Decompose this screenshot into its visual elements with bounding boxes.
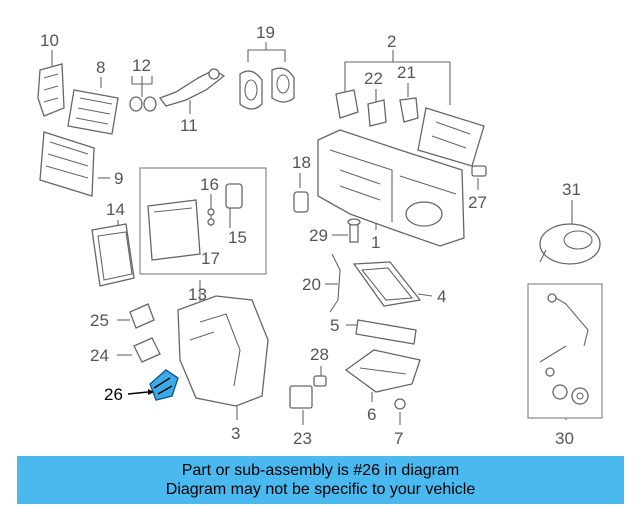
part-18-sensor <box>293 191 309 213</box>
callout-26-arrowhead <box>148 389 154 395</box>
callout-19: 19 <box>256 23 275 42</box>
banner-line-2: Diagram may not be specific to your vehi… <box>165 481 476 498</box>
part-24-actuator <box>133 337 161 363</box>
callout-14: 14 <box>106 200 125 219</box>
callout-20: 20 <box>302 275 321 294</box>
part-28-clip <box>313 375 327 387</box>
callout-1: 1 <box>371 233 380 252</box>
part-19-gaskets <box>239 67 295 110</box>
callout-25: 25 <box>90 311 109 330</box>
banner-line-1: Part or sub-assembly is #26 in diagram <box>181 462 460 479</box>
callout-10: 10 <box>40 31 59 50</box>
callout-16: 16 <box>200 175 219 194</box>
callout-26-arrow <box>127 391 149 395</box>
callout-15: 15 <box>228 228 247 247</box>
part-16-small-parts <box>207 208 215 226</box>
part-29-bolt <box>347 218 361 243</box>
part-2-actuators <box>335 89 485 167</box>
callout-18: 18 <box>292 153 311 172</box>
parts-diagram: 10 8 12 19 2 22 21 11 9 18 16 27 31 14 1… <box>37 23 603 448</box>
part-30-kit <box>539 293 589 405</box>
part-1-heater-case <box>317 129 465 247</box>
callout-27: 27 <box>468 193 487 212</box>
part-11-pipe <box>158 68 226 107</box>
callout-13: 13 <box>188 285 207 304</box>
callout-11: 11 <box>180 116 198 135</box>
part-10-bracket <box>37 63 65 117</box>
part-14-filter <box>91 223 135 287</box>
part-27-clip <box>471 165 487 177</box>
part-7-grommet <box>394 398 406 410</box>
info-banner: Part or sub-assembly is #26 in diagram D… <box>17 456 624 504</box>
callout-3: 3 <box>231 424 240 443</box>
callout-21: 21 <box>397 63 416 82</box>
callout-22: 22 <box>364 69 383 88</box>
part-12-orings <box>129 96 157 112</box>
callout-7: 7 <box>394 429 403 448</box>
callout-5: 5 <box>330 316 339 335</box>
part-23-bracket <box>289 385 313 409</box>
part-15-connector <box>225 183 243 209</box>
part-9-evaporator <box>39 131 95 197</box>
callout-30: 30 <box>555 429 574 448</box>
group-box-30 <box>527 283 603 419</box>
part-4-filter-frame <box>352 261 422 307</box>
part-26-highlighted <box>149 369 179 401</box>
callout-8: 8 <box>96 58 105 77</box>
callout-9: 9 <box>114 169 123 188</box>
callout-6: 6 <box>367 405 376 424</box>
part-6-tray <box>344 349 421 393</box>
group-box-13 <box>139 167 267 275</box>
part-3-blower-case <box>177 295 269 407</box>
part-8-heater-core <box>67 89 119 135</box>
callout-28: 28 <box>310 345 329 364</box>
part-5-duct <box>355 319 417 345</box>
part-25-clip <box>129 303 155 329</box>
callout-17: 17 <box>201 249 220 268</box>
leader-lines <box>51 42 573 425</box>
callout-26: 26 <box>104 385 123 404</box>
callout-4: 4 <box>437 287 446 306</box>
callout-24: 24 <box>90 346 109 365</box>
callout-23: 23 <box>293 429 312 448</box>
callout-31: 31 <box>562 180 581 199</box>
part-17-heater-unit <box>147 199 201 261</box>
part-20-rod <box>329 253 341 313</box>
callout-2: 2 <box>387 32 396 51</box>
callout-12: 12 <box>132 56 151 75</box>
part-31-blower-motor <box>539 223 601 265</box>
callout-29: 29 <box>309 226 328 245</box>
